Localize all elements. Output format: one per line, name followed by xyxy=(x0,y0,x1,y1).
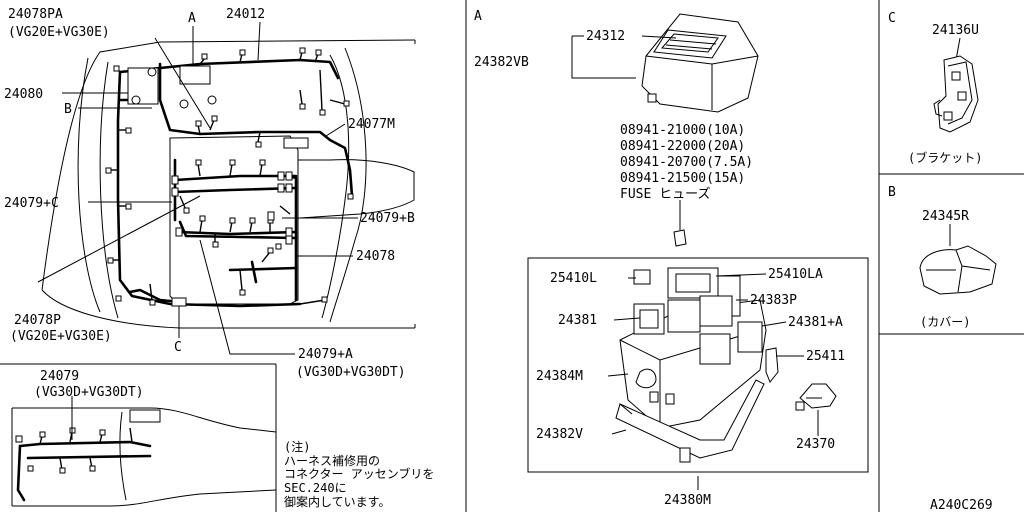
part-label: 25410LA xyxy=(768,267,823,282)
bracket-24370 xyxy=(799,383,837,409)
small-connectors xyxy=(105,47,354,306)
diagram-code: A240C269 xyxy=(930,498,993,512)
fuse xyxy=(673,229,687,247)
section-letter: C xyxy=(888,11,896,26)
section-letter: A xyxy=(474,9,482,24)
fuse-spec: 08941-21500(15A) xyxy=(620,171,745,186)
fuse-spec: 08941-22000(20A) xyxy=(620,139,745,154)
note-line: コネクター アッセンブリを xyxy=(284,466,434,481)
part-label: (VG30D+VG30DT) xyxy=(34,385,144,400)
main-harness-drawing xyxy=(37,21,416,355)
part-label: 24380M xyxy=(664,493,711,508)
part-label: 24079+B xyxy=(360,211,415,226)
note-line: 御案内しています。 xyxy=(284,494,390,509)
section-c-bracket: C 24136U (ブラケット) xyxy=(888,11,982,165)
note-text: (注) ハーネス補修用の コネクター アッセンブリを SEC.240に 御案内し… xyxy=(284,439,434,509)
part-label: 24079 xyxy=(40,369,79,384)
fuse-name: FUSE ヒューズ xyxy=(620,186,710,202)
part-label: 24080 xyxy=(4,87,43,102)
part-caption: (カバー) xyxy=(920,315,970,329)
part-label: 24370 xyxy=(796,437,835,452)
relay xyxy=(737,321,763,353)
part-label: 24312 xyxy=(586,29,625,44)
part-label: 24079+A xyxy=(298,347,353,362)
ecu-box xyxy=(179,65,211,85)
relay xyxy=(699,333,731,365)
callout-letter: B xyxy=(64,102,72,117)
sub-harness-24079: 24079 (VG30D+VG30DT) xyxy=(11,369,277,507)
part-label: 24079+C xyxy=(4,196,59,211)
part-label: 24078 xyxy=(356,249,395,264)
part-label: 24345R xyxy=(922,209,969,224)
part-label: 24136U xyxy=(932,23,979,38)
cover-24345r xyxy=(919,245,997,295)
section-a-fuse-box: A xyxy=(474,9,869,508)
callout-letter: A xyxy=(188,11,196,26)
relay-25410l xyxy=(633,269,651,285)
part-label: 24078PA xyxy=(8,7,63,22)
part-label: 24078P xyxy=(14,313,61,328)
part-label: 25411 xyxy=(806,349,845,364)
part-label: 24383P xyxy=(750,293,797,308)
part-label: 24382VB xyxy=(474,55,529,70)
relay-25411 xyxy=(765,347,779,383)
part-label: (VG30D+VG30DT) xyxy=(296,365,406,380)
section-b-cover: B 24345R (カバー) xyxy=(888,185,997,329)
part-label: 24381+A xyxy=(788,315,843,330)
relay xyxy=(699,295,733,327)
part-label: (VG20E+VG30E) xyxy=(10,329,112,344)
part-label: 25410L xyxy=(550,271,597,286)
part-label: (VG20E+VG30E) xyxy=(8,25,110,40)
note-line: (注) xyxy=(284,439,310,454)
part-label: 24381 xyxy=(558,313,597,328)
main-labels: 24078PA (VG20E+VG30E) 24012 24080 24077M… xyxy=(4,7,415,380)
connector-24077m xyxy=(283,137,309,149)
section-letter: B xyxy=(888,185,896,200)
part-label: 24382V xyxy=(536,427,583,442)
part-label: 24012 xyxy=(226,7,265,22)
part-label: 24077M xyxy=(348,117,395,132)
note-line: ハーネス補修用の xyxy=(284,453,380,468)
part-label: 24384M xyxy=(536,369,583,384)
fuse-spec: 08941-20700(7.5A) xyxy=(620,155,753,170)
part-caption: (ブラケット) xyxy=(908,150,982,165)
callout-letter: C xyxy=(174,340,182,355)
relay xyxy=(667,299,701,333)
lower-tray xyxy=(615,379,765,459)
fuse-spec: 08941-21000(10A) xyxy=(620,123,745,138)
vehicle-outline xyxy=(41,39,416,291)
connector-c xyxy=(171,297,187,307)
note-line: SEC.240に xyxy=(284,481,347,495)
